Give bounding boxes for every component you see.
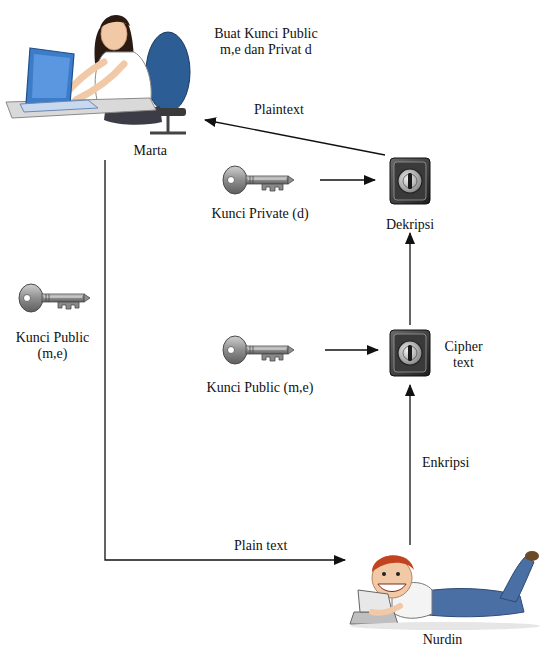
lock-node: Dekripsi (375, 155, 445, 233)
key-icon (223, 336, 294, 364)
arrow-connector (205, 120, 385, 155)
edge-label: Plaintext (252, 102, 306, 118)
woman-illustration (6, 15, 190, 133)
node-label: Nurdin (423, 632, 463, 648)
edge-label: Enkripsi (420, 455, 471, 471)
key-node: Kunci Public (m,e) (4, 278, 102, 362)
arrow-connector (320, 179, 375, 180)
man-illustration (350, 551, 540, 630)
node-label: Marta (134, 143, 167, 159)
edge-label: Plain text (232, 538, 289, 554)
lock-icon (390, 158, 430, 204)
person-node: Nurdin (345, 545, 540, 650)
arrow-connector (105, 160, 345, 560)
node-label: Cipher text (436, 339, 491, 371)
arrow-connector (409, 385, 410, 545)
lock-icon (390, 330, 430, 376)
person-node: Marta (5, 0, 205, 160)
key-node: Kunci Public (m,e) (195, 330, 325, 396)
node-label: Kunci Public (m,e) (7, 330, 99, 362)
node-label: Kunci Public (m,e) (207, 380, 314, 396)
node-label: Dekripsi (386, 217, 434, 233)
key-icon (19, 284, 90, 312)
arrow-connector (325, 349, 378, 350)
note-text: Buat Kunci Public m,e dan Privat d (210, 26, 322, 58)
key-icon (223, 166, 294, 194)
lock-node: Cipher text (378, 325, 493, 385)
node-label: Kunci Private (d) (211, 206, 308, 222)
key-node: Kunci Private (d) (200, 160, 320, 222)
arrow-connector (409, 233, 410, 325)
